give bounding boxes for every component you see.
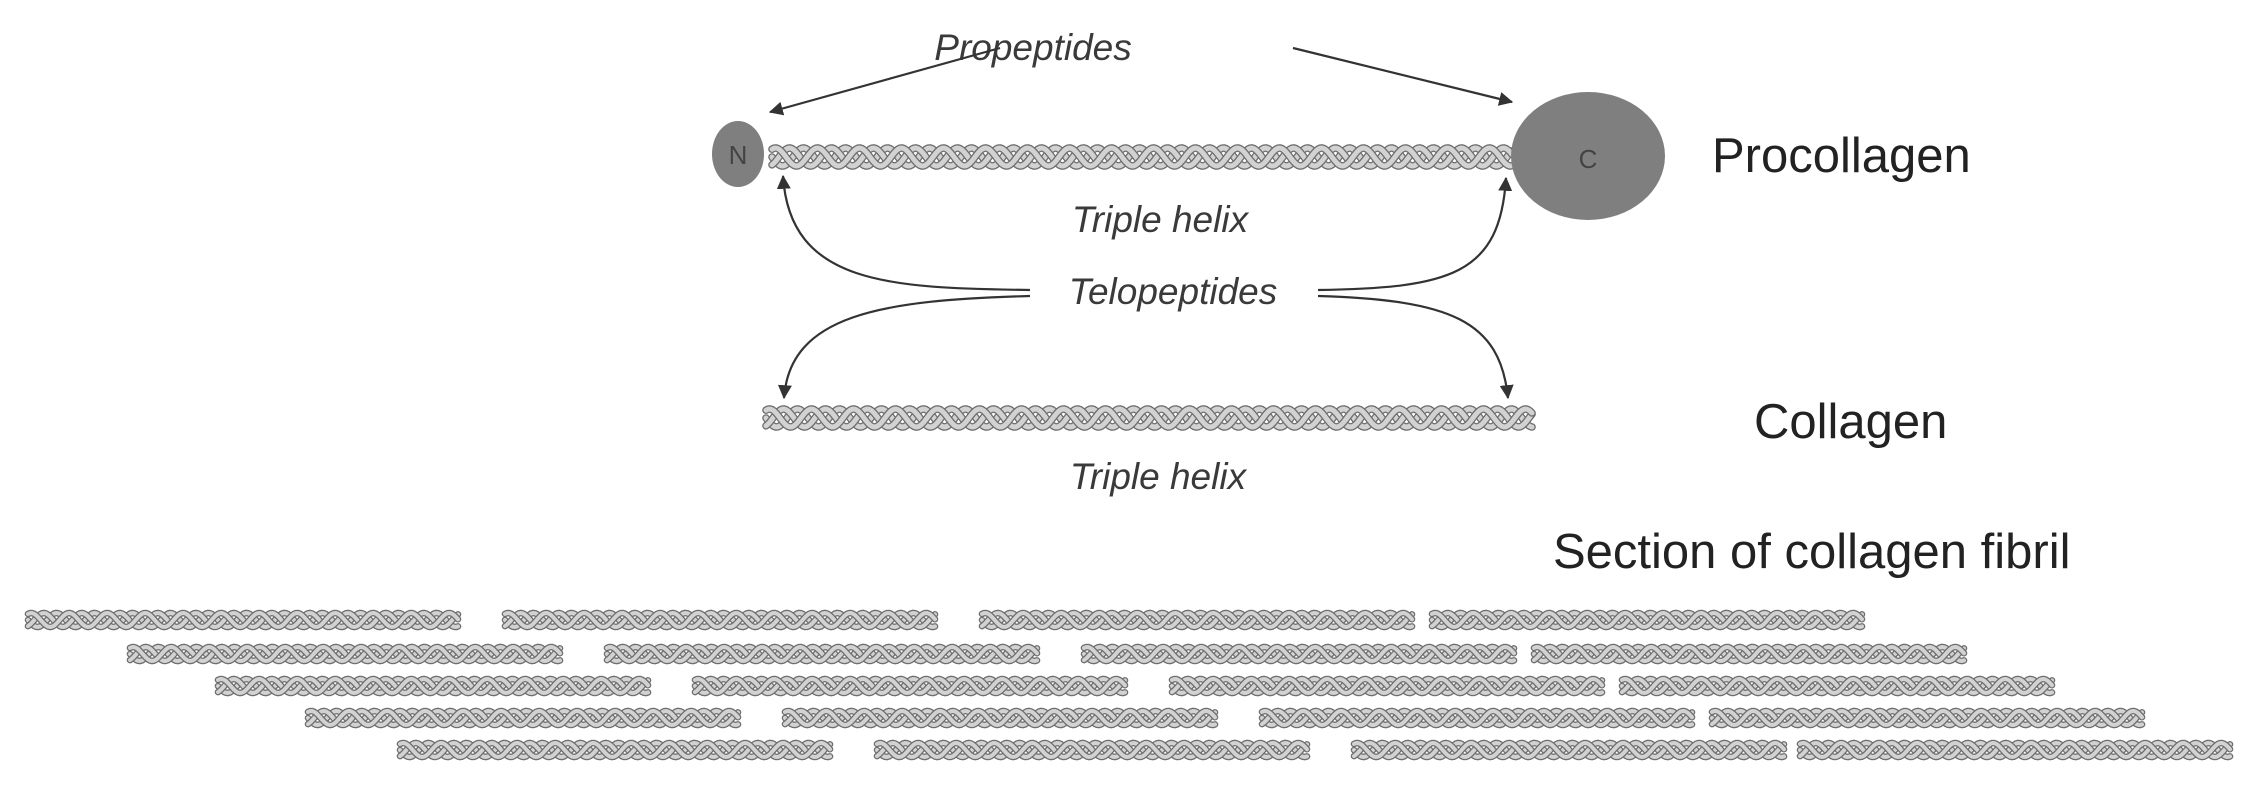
telopeptides-arrow-up-right: [1317, 176, 1513, 292]
fibril-molecule-strand: [1620, 677, 2054, 696]
fibril-molecule-strand: [875, 741, 1309, 760]
fibril-molecule-strand: [1260, 708, 1694, 727]
fibril-molecule-strand: [398, 741, 832, 760]
fibril-molecule: [1080, 643, 1518, 665]
c-terminus-label: C: [1579, 144, 1598, 174]
fibril-molecule-strand: [503, 611, 937, 630]
fibril-molecule-strand: [1798, 740, 2232, 759]
n-terminus-label: N: [729, 140, 748, 170]
fibril-molecule-strand: [26, 610, 460, 629]
fibril-molecule-strand: [26, 611, 460, 630]
fibril-molecule-strand: [1532, 645, 1966, 664]
fibril-molecule-strand: [1710, 708, 2144, 727]
fibril-molecule: [603, 643, 1041, 665]
fibril-section-label: Section of collagen fibril: [1553, 525, 2071, 579]
fibril-molecule: [214, 675, 652, 697]
fibril-molecule-strand: [1260, 709, 1694, 728]
telopeptides-label: Telopeptides: [1069, 271, 1277, 312]
fibril-molecule-strand: [1082, 644, 1516, 663]
procollagen-label: Procollagen: [1712, 129, 1971, 183]
fibril-molecule: [1618, 675, 2056, 697]
fibril-molecule: [1796, 739, 2234, 761]
fibril-molecule-strand: [693, 677, 1127, 696]
fibril-molecule-strand: [503, 610, 937, 629]
propeptides-arrow-right: [1292, 46, 1514, 106]
fibril-molecule: [873, 739, 1311, 761]
fibril-molecule-strand: [306, 709, 740, 728]
fibril-molecule-strand: [1430, 611, 1864, 630]
propeptides-label: Propeptides: [934, 27, 1131, 68]
triple-helix-label-procollagen: Triple helix: [1072, 199, 1250, 240]
fibril-molecule: [781, 707, 1219, 729]
fibril-molecule-strand: [1532, 644, 1966, 663]
fibril-molecule-strand: [306, 708, 740, 727]
fibril-molecule-strand: [1170, 677, 1604, 696]
fibril-molecule-strand: [1710, 709, 2144, 728]
telopeptides-arrow-down-right: [1317, 294, 1514, 400]
collagen-fibril-section: [24, 609, 2234, 761]
fibril-molecule: [1258, 707, 1696, 729]
fibril-molecule: [126, 643, 564, 665]
triple-helix-label-collagen: Triple helix: [1070, 456, 1248, 497]
collagen-triple-helix: [762, 405, 1536, 431]
fibril-molecule-strand: [128, 644, 562, 663]
collagen-helix-rope-strand: [763, 406, 1535, 430]
fibril-molecule-strand: [783, 708, 1217, 727]
fibril-molecule-strand: [1082, 645, 1516, 664]
n-propeptide-globule: [712, 121, 764, 187]
fibril-molecule-strand: [605, 644, 1039, 663]
fibril-molecule: [1708, 707, 2146, 729]
collagen-label: Collagen: [1754, 395, 1947, 449]
fibril-molecule-strand: [216, 676, 650, 695]
fibril-molecule-strand: [216, 677, 650, 696]
fibril-molecule: [691, 675, 1129, 697]
fibril-molecule: [396, 739, 834, 761]
fibril-molecule-strand: [783, 709, 1217, 728]
fibril-molecule-strand: [875, 740, 1309, 759]
fibril-molecule-strand: [980, 610, 1414, 629]
fibril-molecule-strand: [1170, 676, 1604, 695]
fibril-molecule-strand: [398, 740, 832, 759]
telopeptides-arrow-down-left: [777, 294, 1031, 400]
fibril-molecule: [304, 707, 742, 729]
fibril-molecule-strand: [1352, 741, 1786, 760]
fibril-molecule-strand: [1352, 740, 1786, 759]
fibril-molecule: [24, 609, 462, 631]
c-propeptide-globule: [1511, 92, 1665, 220]
fibril-molecule: [1350, 739, 1788, 761]
fibril-molecule: [1168, 675, 1606, 697]
collagen-helix-rope: [762, 405, 1536, 431]
fibril-molecule-strand: [1430, 610, 1864, 629]
fibril-molecule-strand: [605, 645, 1039, 664]
telopeptides-arrow-up-left: [776, 174, 1031, 292]
fibril-molecule-strand: [1798, 741, 2232, 760]
fibril-molecule-strand: [1620, 676, 2054, 695]
fibril-molecule: [1428, 609, 1866, 631]
procollagen-helix-rope: [768, 144, 1516, 170]
fibril-molecule: [501, 609, 939, 631]
fibril-molecule: [978, 609, 1416, 631]
fibril-molecule: [1530, 643, 1968, 665]
procollagen-helix-rope-strand: [769, 145, 1515, 169]
fibril-molecule-strand: [128, 645, 562, 664]
fibril-molecule-strand: [693, 676, 1127, 695]
fibril-molecule-strand: [980, 611, 1414, 630]
procollagen-triple-helix: [768, 144, 1516, 170]
propeptides-arrow-left: [768, 46, 1001, 116]
